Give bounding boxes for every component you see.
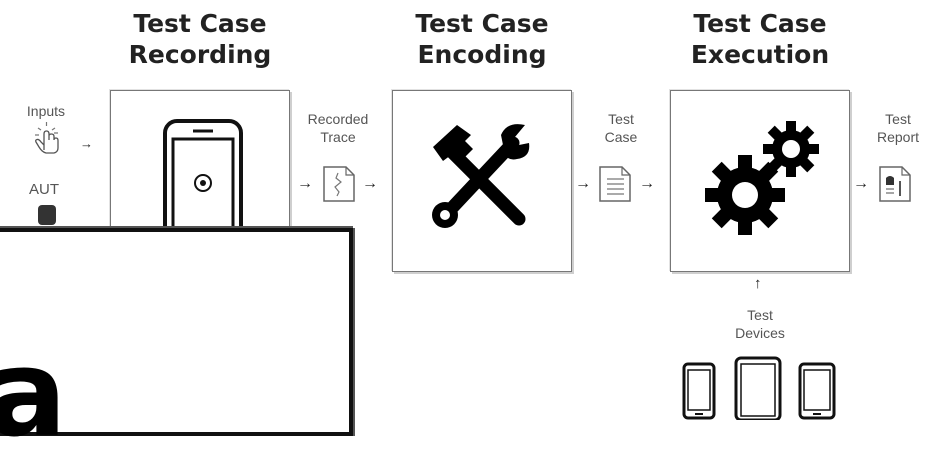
execution-panel	[670, 90, 850, 272]
test-report-line-2: Report	[876, 129, 920, 145]
test-devices-label: Test Devices	[710, 306, 810, 342]
test-report-line-1: Test	[885, 111, 911, 127]
touch-hand-icon	[32, 120, 64, 154]
execution-title-line-2: Execution	[690, 40, 830, 69]
trace-out-arrow: →	[362, 175, 378, 192]
overlay-letter: a	[0, 325, 67, 464]
recorded-trace-line-2: Trace	[320, 129, 356, 145]
report-in-arrow: →	[853, 175, 869, 192]
aut-label: AUT	[29, 181, 59, 198]
test-case-in-arrow: →	[575, 175, 591, 192]
inputs-label: Inputs	[26, 103, 66, 119]
execution-title-line-1: Test Case	[693, 9, 827, 38]
list-document-icon	[598, 165, 632, 203]
recorded-trace-line-1: Recorded	[307, 111, 369, 127]
gears-icon	[697, 111, 827, 241]
test-case-out-arrow: →	[639, 175, 655, 192]
test-case-line-1: Test	[608, 111, 634, 127]
test-devices-line-1: Test	[747, 307, 773, 323]
devices-icon	[680, 356, 850, 420]
hammer-wrench-icon	[427, 121, 539, 233]
execution-title: Test Case Execution	[670, 8, 850, 70]
trace-document-icon	[322, 165, 356, 203]
recorded-trace-label: Recorded Trace	[290, 110, 386, 146]
recording-title: Test Case Recording	[110, 8, 290, 70]
test-case-line-2: Case	[604, 129, 638, 145]
encoding-panel	[392, 90, 572, 272]
inputs-arrow: →	[80, 136, 93, 151]
test-report-label: Test Report	[858, 110, 938, 146]
test-case-label: Test Case	[583, 110, 659, 146]
recording-title-line-1: Test Case	[133, 9, 267, 38]
encoding-title-line-2: Encoding	[417, 40, 547, 69]
encoding-title: Test Case Encoding	[392, 8, 572, 70]
test-devices-line-2: Devices	[735, 325, 785, 341]
aut-app-icon	[38, 205, 56, 225]
devices-arrow: ↑	[754, 275, 762, 292]
recording-title-line-2: Recording	[128, 40, 272, 69]
encoding-title-line-1: Test Case	[415, 9, 549, 38]
trace-in-arrow: →	[297, 175, 313, 192]
report-document-icon	[878, 165, 912, 203]
